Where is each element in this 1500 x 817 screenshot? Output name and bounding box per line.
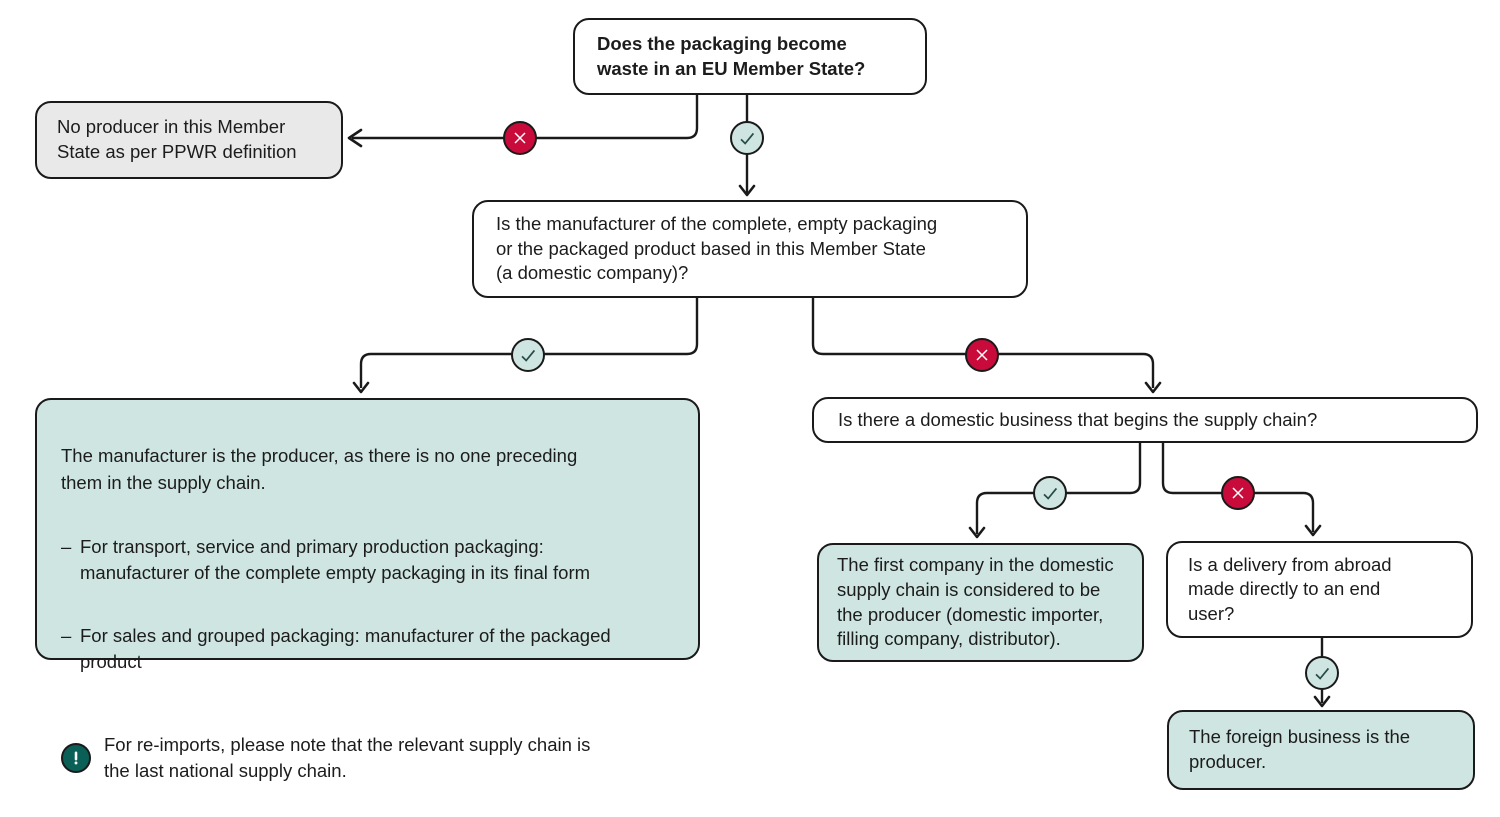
- edge-domestic-yes-arrowhead: [968, 526, 986, 539]
- question-domestic-business: Is there a domestic business that begins…: [812, 397, 1478, 443]
- note-text: For re-imports, please note that the rel…: [104, 733, 591, 781]
- cross-icon: [503, 121, 537, 155]
- check-icon: [1033, 476, 1067, 510]
- edge-waste-no-line: [352, 95, 699, 140]
- bullet-text: For sales and grouped packaging: manufac…: [80, 624, 611, 673]
- result-manufacturer-is-producer: The manufacturer is the producer, as the…: [35, 398, 700, 781]
- list-item: – For sales and grouped packaging: manuf…: [61, 623, 674, 676]
- edge-domestic-no-arrowhead: [1304, 524, 1322, 537]
- edge-manufacturer-yes-arrowhead: [352, 381, 370, 394]
- check-icon: [511, 338, 545, 372]
- bullet-dash: –: [61, 624, 72, 646]
- bullet-dash: –: [61, 536, 72, 558]
- question-packaging-waste: Does the packaging become waste in an EU…: [573, 18, 927, 95]
- edge-waste-yes-arrowhead: [738, 184, 756, 197]
- info-exclamation-icon: [61, 742, 91, 773]
- edge-waste-no-arrowhead: [347, 128, 363, 148]
- check-icon: [730, 121, 764, 155]
- bullet-text: For transport, service and primary produ…: [80, 536, 591, 584]
- cross-icon: [1221, 476, 1255, 510]
- cross-icon: [965, 338, 999, 372]
- edge-manufacturer-no-arrowhead: [1144, 381, 1162, 394]
- result-first-company-producer: The first company in the domestic supply…: [817, 543, 1144, 662]
- result-foreign-business-producer: The foreign business is the producer.: [1167, 710, 1475, 790]
- question-delivery-abroad: Is a delivery from abroad made directly …: [1166, 541, 1473, 638]
- result-no-producer: No producer in this Member State as per …: [35, 101, 343, 179]
- question-manufacturer-domestic: Is the manufacturer of the complete, emp…: [472, 200, 1028, 298]
- list-item: – For transport, service and primary pro…: [61, 534, 674, 587]
- re-imports-note: For re-imports, please note that the rel…: [61, 732, 674, 785]
- result-intro-text: The manufacturer is the producer, as the…: [61, 445, 578, 493]
- check-icon: [1305, 656, 1339, 690]
- edge-delivery-yes-arrowhead: [1313, 695, 1331, 708]
